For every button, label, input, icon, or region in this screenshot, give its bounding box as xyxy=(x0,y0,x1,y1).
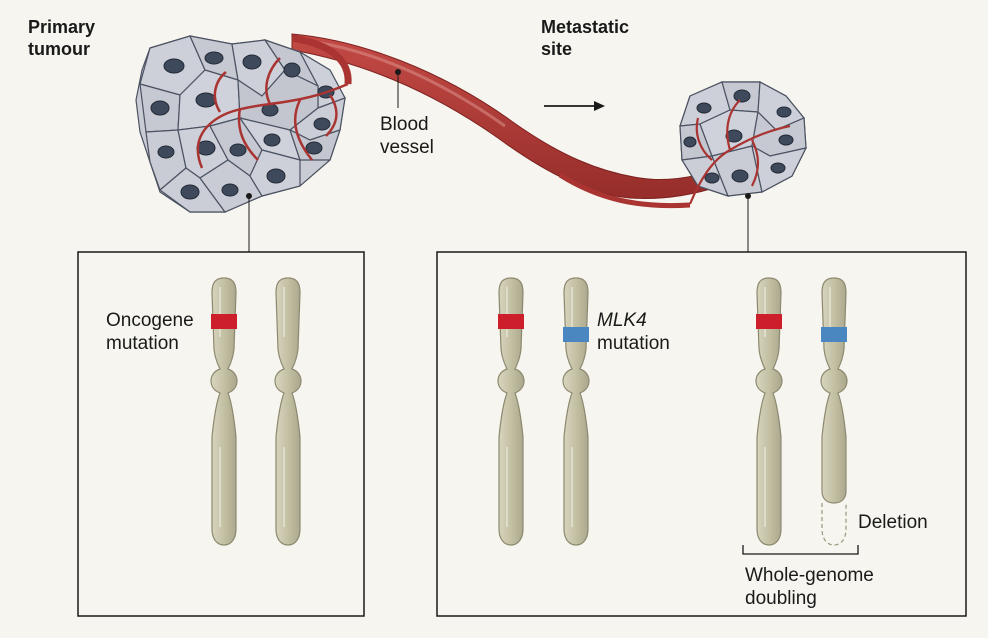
blood-vessel xyxy=(291,33,721,209)
wgd-bracket xyxy=(742,545,859,555)
tumour-capillaries xyxy=(196,57,349,169)
progression-arrow xyxy=(544,101,605,111)
metastatic-capillaries xyxy=(688,99,791,205)
met-chromosome-2 xyxy=(563,278,589,545)
metastatic-site-title: Metastatic site xyxy=(541,17,630,59)
met-chromosome-3 xyxy=(756,278,782,545)
met-chromosome-4-deleted xyxy=(821,278,847,545)
oncogene-band xyxy=(211,314,237,329)
met-chromosome-1 xyxy=(498,278,524,545)
blood-vessel-label: Blood vessel xyxy=(380,114,434,158)
primary-tumour-title: Primary tumour xyxy=(28,17,96,59)
primary-chromosome-1 xyxy=(211,278,237,545)
metastatic-nuclei xyxy=(683,89,794,184)
wgd-label: Whole-genome doubling xyxy=(745,565,874,609)
primary-chromosome-2 xyxy=(275,278,301,545)
mlk4-mutation-label: MLK4 mutation xyxy=(597,310,670,354)
metastatic-panel xyxy=(436,251,967,617)
mlk4-band xyxy=(563,327,589,342)
oncogene-mutation-label: Oncogene mutation xyxy=(106,310,194,354)
deletion-label: Deletion xyxy=(858,512,928,533)
